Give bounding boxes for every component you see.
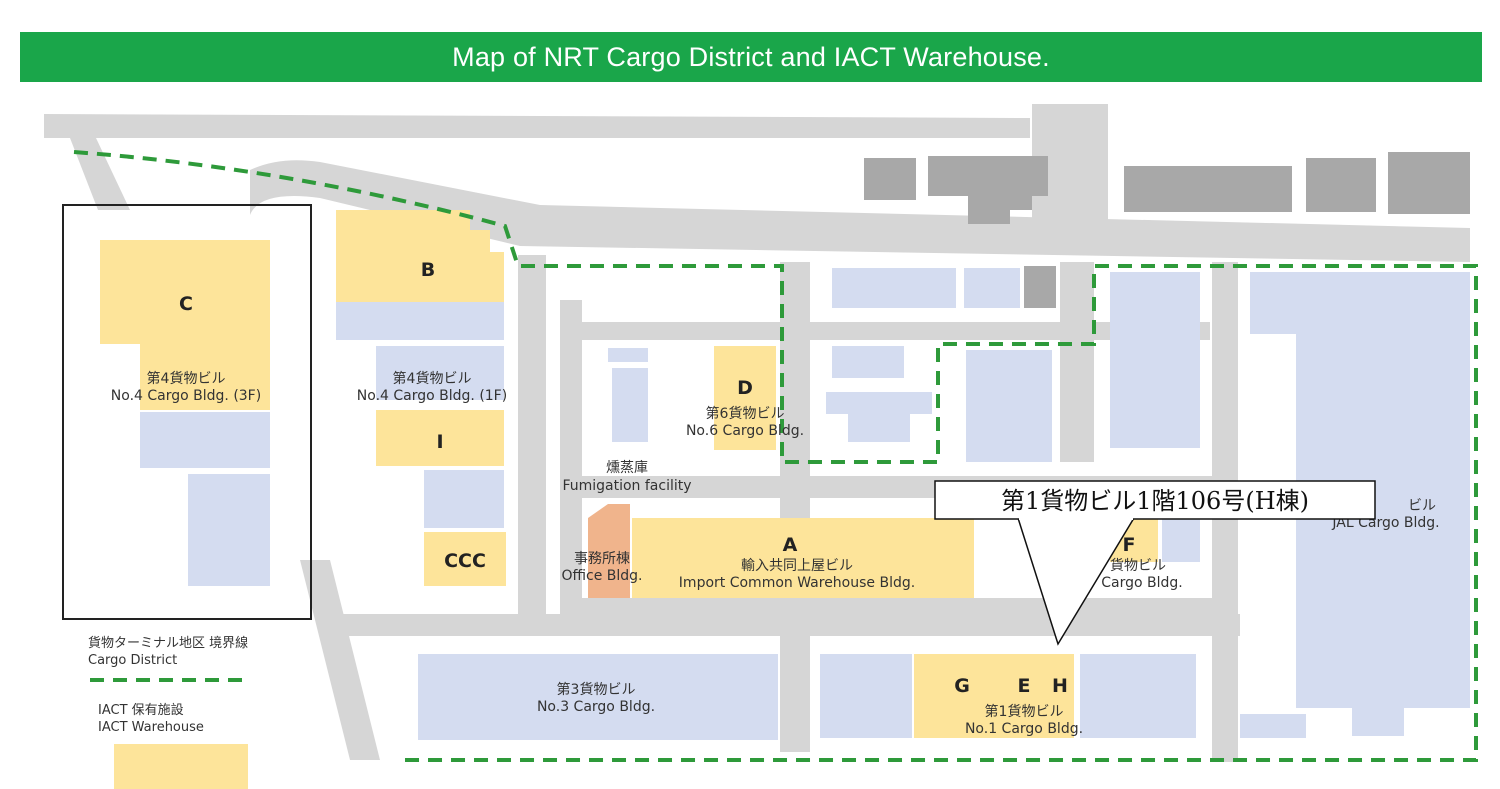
office-name-jp: 事務所棟: [574, 551, 630, 567]
no3-name-en: No.3 Cargo Bldg.: [537, 699, 655, 715]
office-building: [588, 504, 630, 598]
no1-name-jp: 第1貨物ビル: [985, 703, 1064, 720]
building-letter-a: A: [783, 534, 798, 556]
building-c-name-jp: 第4貨物ビル: [147, 370, 226, 387]
building-letter-b: B: [421, 259, 435, 281]
building-a-name-jp: 輸入共同上屋ビル: [741, 558, 853, 574]
jal-name-jp: ビル: [1408, 498, 1436, 514]
no4-1f-name-jp: 第4貨物ビル: [393, 370, 472, 387]
cargo-district-boundary: [73, 150, 1478, 762]
legend-district-en: Cargo District: [88, 653, 177, 668]
building-a-name-en: Import Common Warehouse Bldg.: [679, 575, 915, 591]
building-c-name-en: No.4 Cargo Bldg. (3F): [111, 388, 261, 404]
legend: 貨物ターミナル地区 境界線 Cargo District IACT 保有施設 I…: [88, 635, 248, 735]
building-letter-d: D: [737, 377, 753, 399]
iact-warehouses: [100, 210, 1158, 789]
highlight-frame-c: [62, 204, 312, 620]
map-title: Map of NRT Cargo District and IACT Wareh…: [20, 32, 1482, 82]
no3-name-jp: 第3貨物ビル: [557, 681, 636, 698]
building-letter-g: G: [954, 675, 970, 697]
legend-district-jp: 貨物ターミナル地区 境界線: [88, 635, 248, 651]
location-callout: 第1貨物ビル1階106号(H棟): [934, 480, 1376, 646]
no1-name-en: No.1 Cargo Bldg.: [965, 721, 1083, 737]
no4-1f-name-en: No.4 Cargo Bldg. (1F): [357, 388, 507, 404]
callout-text: 第1貨物ビル1階106号(H棟): [1001, 487, 1309, 515]
building-letter-ccc: CCC: [444, 550, 486, 572]
fumigation-name-en: Fumigation facility: [562, 478, 691, 494]
building-f-name-en: Cargo Bldg.: [1101, 575, 1182, 591]
other-buildings: [140, 268, 1470, 740]
fumigation-name-jp: 燻蒸庫: [606, 459, 648, 476]
building-f-name-jp: 貨物ビル: [1110, 557, 1166, 574]
office-name-en: Office Bldg.: [561, 568, 642, 584]
legend-warehouse-jp: IACT 保有施設: [98, 702, 184, 718]
building-letter-e: E: [1018, 675, 1031, 697]
building-letter-c: C: [179, 293, 193, 315]
building-letter-h: H: [1052, 675, 1068, 697]
dark-buildings: [864, 152, 1470, 308]
legend-warehouse-en: IACT Warehouse: [98, 720, 204, 735]
building-letter-f: F: [1123, 534, 1136, 556]
building-letter-i: I: [436, 431, 443, 453]
building-d-name-en: No.6 Cargo Bldg.: [686, 423, 804, 439]
building-d-name-jp: 第6貨物ビル: [706, 405, 785, 422]
